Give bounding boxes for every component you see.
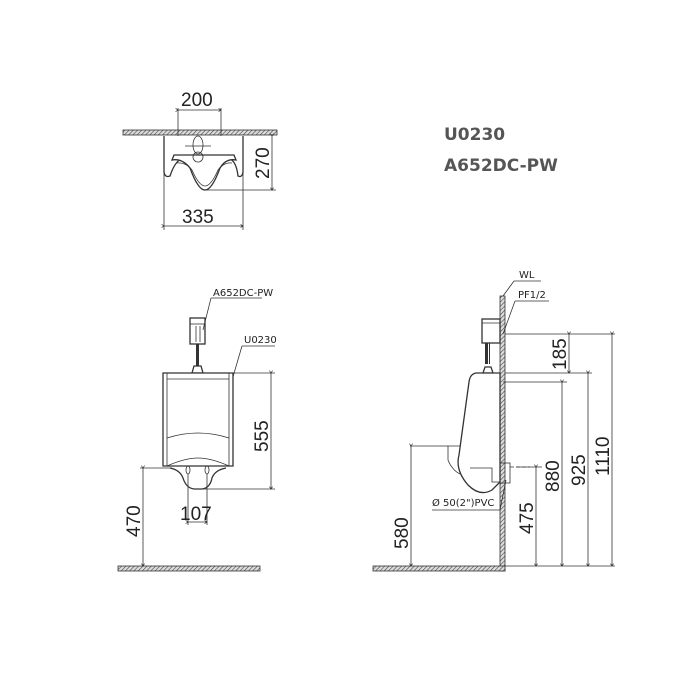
model-title-urinal: U0230 [444, 125, 505, 145]
dim-470: 470 [124, 505, 145, 537]
dim-200: 200 [181, 90, 213, 111]
model-title-valve: A652DC-PW [444, 156, 558, 176]
flush-valve-side [481, 318, 501, 344]
urinal-body-side [457, 372, 501, 494]
dim-580: 580 [392, 517, 413, 549]
dim-555: 555 [252, 420, 273, 452]
front-view: A652DC-PW U0230 555 470 107 [117, 288, 277, 572]
dim-925: 925 [569, 454, 590, 486]
dim-1110: 1110 [593, 437, 614, 476]
floor-section-front [117, 565, 261, 572]
label-pipe: Ø 50(2")PVC [432, 497, 494, 509]
dim-335: 335 [182, 207, 214, 228]
dim-270: 270 [253, 147, 274, 179]
flush-valve [189, 317, 206, 345]
dim-107: 107 [180, 504, 212, 525]
floor-section-side [372, 565, 506, 572]
label-wl: WL [519, 270, 535, 281]
label-pf: PF1/2 [518, 290, 546, 301]
wall-section-top [122, 129, 278, 136]
label-valve-front: A652DC-PW [213, 288, 273, 299]
wall-section-side [499, 295, 506, 572]
label-urinal-front: U0230 [244, 335, 277, 346]
side-view: WL PF1/2 Ø 50(2")PVC 185 580 475 [372, 270, 615, 572]
dim-185: 185 [550, 338, 571, 370]
urinal-body-front [162, 372, 234, 467]
dim-880: 880 [543, 460, 564, 492]
top-view: 200 335 270 [122, 90, 278, 230]
dim-475: 475 [517, 502, 538, 534]
